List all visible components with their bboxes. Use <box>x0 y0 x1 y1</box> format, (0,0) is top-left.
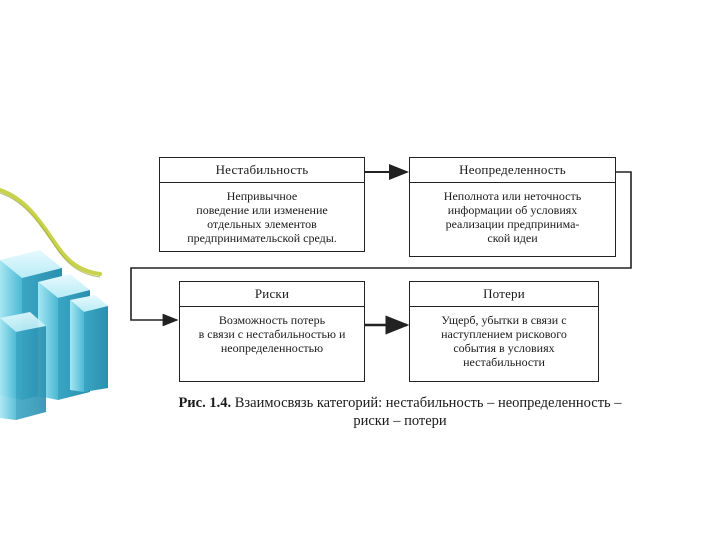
box-losses: Потери Ущерб, убытки в связи с наступлен… <box>409 281 599 382</box>
caption-label: Рис. 1.4. <box>178 395 231 411</box>
box-instability: Нестабильность Непривычное поведение или… <box>159 157 365 252</box>
caption-line-2: риски – потери <box>140 412 660 430</box>
box-risks: Риски Возможность потерь в связи с неста… <box>179 281 365 382</box>
box-description: Неполнота или неточность информации об у… <box>410 183 615 245</box>
box-title: Нестабильность <box>160 158 364 183</box>
box-description: Ущерб, убытки в связи с наступлением рис… <box>410 307 598 369</box>
caption-text: Взаимосвязь категорий: нестабильность – … <box>231 395 621 411</box>
box-description: Непривычное поведение или изменение отде… <box>160 183 364 245</box>
box-description: Возможность потерь в связи с нестабильно… <box>180 307 364 355</box>
box-title: Риски <box>180 282 364 307</box>
figure-caption: Рис. 1.4. Взаимосвязь категорий: нестаби… <box>140 394 660 430</box>
bar-shape <box>0 312 46 420</box>
caption-line-1: Рис. 1.4. Взаимосвязь категорий: нестаби… <box>140 394 660 412</box>
box-title: Потери <box>410 282 598 307</box>
bar-shape <box>70 295 108 392</box>
box-title: Неопределенность <box>410 158 615 183</box>
box-uncertainty: Неопределенность Неполнота или неточност… <box>409 157 616 257</box>
